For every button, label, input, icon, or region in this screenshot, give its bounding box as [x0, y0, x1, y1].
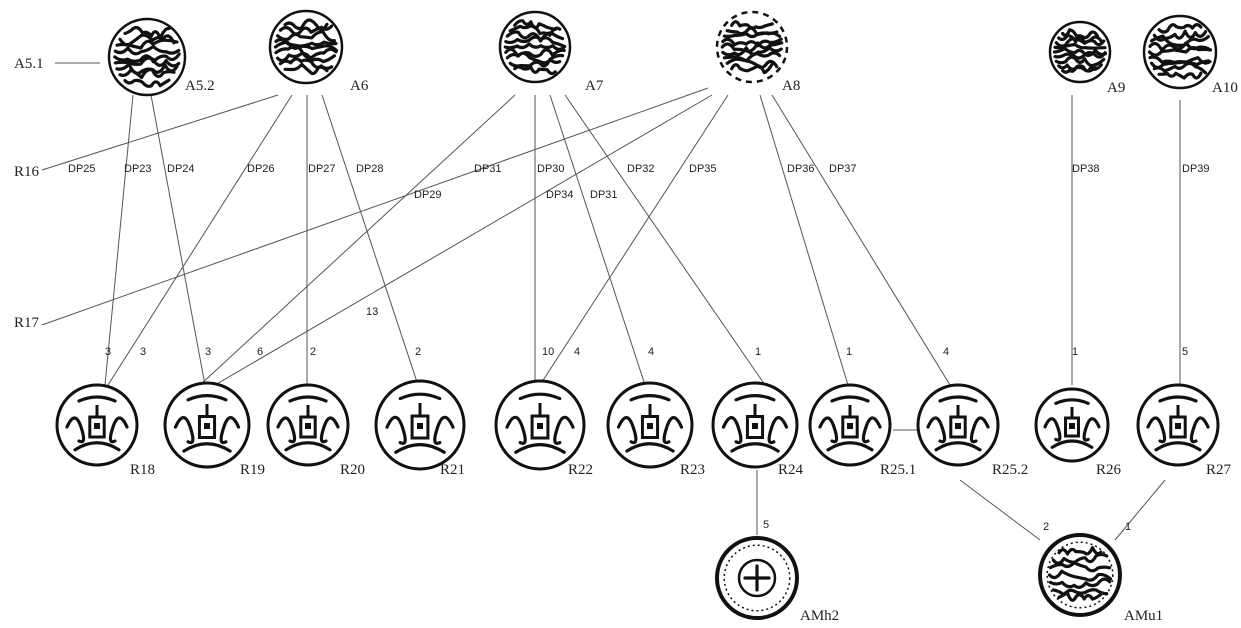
link-count: 2	[1043, 521, 1049, 533]
coin-label-a8: A8	[782, 78, 800, 94]
die-pair-label: DP30	[537, 163, 565, 175]
coin-label-r21: R21	[440, 462, 465, 478]
link-line	[960, 480, 1040, 540]
die-pair-label: DP37	[829, 163, 857, 175]
die-pair-label: DP28	[356, 163, 384, 175]
coin-a7	[500, 12, 570, 82]
coin-a6	[270, 11, 342, 83]
die-pair-label: DP39	[1182, 163, 1210, 175]
die-pair-label: DP34	[546, 189, 574, 201]
link-count: 1	[846, 346, 852, 358]
coin-r24	[713, 383, 797, 467]
coin-r25-1	[810, 385, 890, 465]
coin-r19	[165, 383, 249, 467]
coin-label-a10: A10	[1212, 80, 1238, 96]
coin-label-a5-1: A5.1	[14, 56, 44, 72]
coin-r22	[496, 381, 584, 469]
die-pair-label: DP24	[167, 163, 195, 175]
coin-label-r20: R20	[340, 462, 365, 478]
link-line	[1115, 480, 1165, 540]
die-pair-label: DP38	[1072, 163, 1100, 175]
coin-label-r16: R16	[14, 164, 40, 180]
coin-label-r22: R22	[568, 462, 593, 478]
coin-amh2	[717, 538, 797, 618]
link-line	[322, 95, 418, 385]
link-line	[42, 88, 708, 325]
link-count: 1	[755, 346, 761, 358]
coin-a10	[1144, 16, 1216, 88]
link-count: 4	[648, 346, 654, 358]
link-count: 3	[105, 346, 111, 358]
die-pair-label: DP27	[308, 163, 336, 175]
link-count: 3	[205, 346, 211, 358]
link-line	[565, 95, 765, 385]
link-line	[151, 95, 205, 385]
link-count: 2	[310, 346, 316, 358]
coin-a8	[717, 12, 787, 82]
link-line	[42, 95, 278, 170]
coin-label-r19: R19	[240, 462, 265, 478]
link-count: 2	[415, 346, 421, 358]
link-line	[772, 95, 950, 385]
link-count: 5	[1182, 346, 1188, 358]
coin-label-r24: R24	[778, 462, 804, 478]
link-count: 6	[257, 346, 263, 358]
link-count: 1	[1125, 521, 1131, 533]
link-line	[108, 95, 292, 385]
link-count: 4	[943, 346, 949, 358]
coin-label-r23: R23	[680, 462, 705, 478]
coin-a5-2	[109, 19, 185, 95]
coin-r23	[608, 383, 692, 467]
coin-label-r17: R17	[14, 315, 40, 331]
coin-amu1	[1040, 535, 1120, 615]
die-pair-label: DP23	[124, 163, 152, 175]
coin-label-a5-2: A5.2	[185, 78, 215, 94]
link-count: 1	[1072, 346, 1078, 358]
die-pair-label: DP32	[627, 163, 655, 175]
die-pair-label: DP36	[787, 163, 815, 175]
coin-label-r27: R27	[1206, 462, 1232, 478]
link-count: 13	[366, 306, 378, 318]
coin-r26	[1036, 389, 1108, 461]
coin-label-r25-2: R25.2	[992, 462, 1028, 478]
link-line	[550, 95, 645, 385]
coin-label-amh2: AMh2	[800, 608, 839, 624]
coin-label-r26: R26	[1096, 462, 1122, 478]
coin-r25-2	[918, 385, 998, 465]
coin-r20	[268, 385, 348, 465]
link-count: 5	[763, 519, 769, 531]
coin-r18	[57, 385, 137, 465]
die-pair-label: DP31	[590, 189, 618, 201]
link-line	[200, 95, 515, 385]
coin-label-r25-1: R25.1	[880, 462, 916, 478]
coin-label-a7: A7	[585, 78, 604, 94]
die-pair-label: DP31	[474, 163, 502, 175]
coin-r21	[376, 381, 464, 469]
link-line	[540, 95, 728, 385]
link-count: 10	[542, 346, 554, 358]
die-pair-label: DP29	[414, 189, 442, 201]
coin-r27	[1138, 385, 1218, 465]
link-line	[760, 95, 848, 385]
coin-label-amu1: AMu1	[1124, 608, 1163, 624]
link-count: 3	[140, 346, 146, 358]
link-count: 4	[574, 346, 580, 358]
die-pair-label: DP35	[689, 163, 717, 175]
coin-label-a6: A6	[350, 78, 369, 94]
die-pair-label: DP25	[68, 163, 96, 175]
coin-label-r18: R18	[130, 462, 155, 478]
link-line	[215, 95, 712, 385]
coin-label-a9: A9	[1107, 80, 1125, 96]
die-pair-label: DP26	[247, 163, 275, 175]
coin-a9	[1050, 22, 1110, 82]
link-line	[105, 95, 133, 385]
